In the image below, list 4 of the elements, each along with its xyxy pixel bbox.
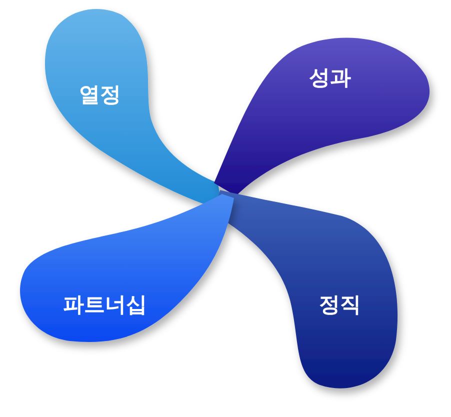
petal-label: 열정 bbox=[79, 82, 121, 108]
petal-label: 파트너십 bbox=[63, 292, 147, 318]
petal-label: 성과 bbox=[309, 65, 351, 91]
petal-label: 정직 bbox=[319, 292, 361, 318]
